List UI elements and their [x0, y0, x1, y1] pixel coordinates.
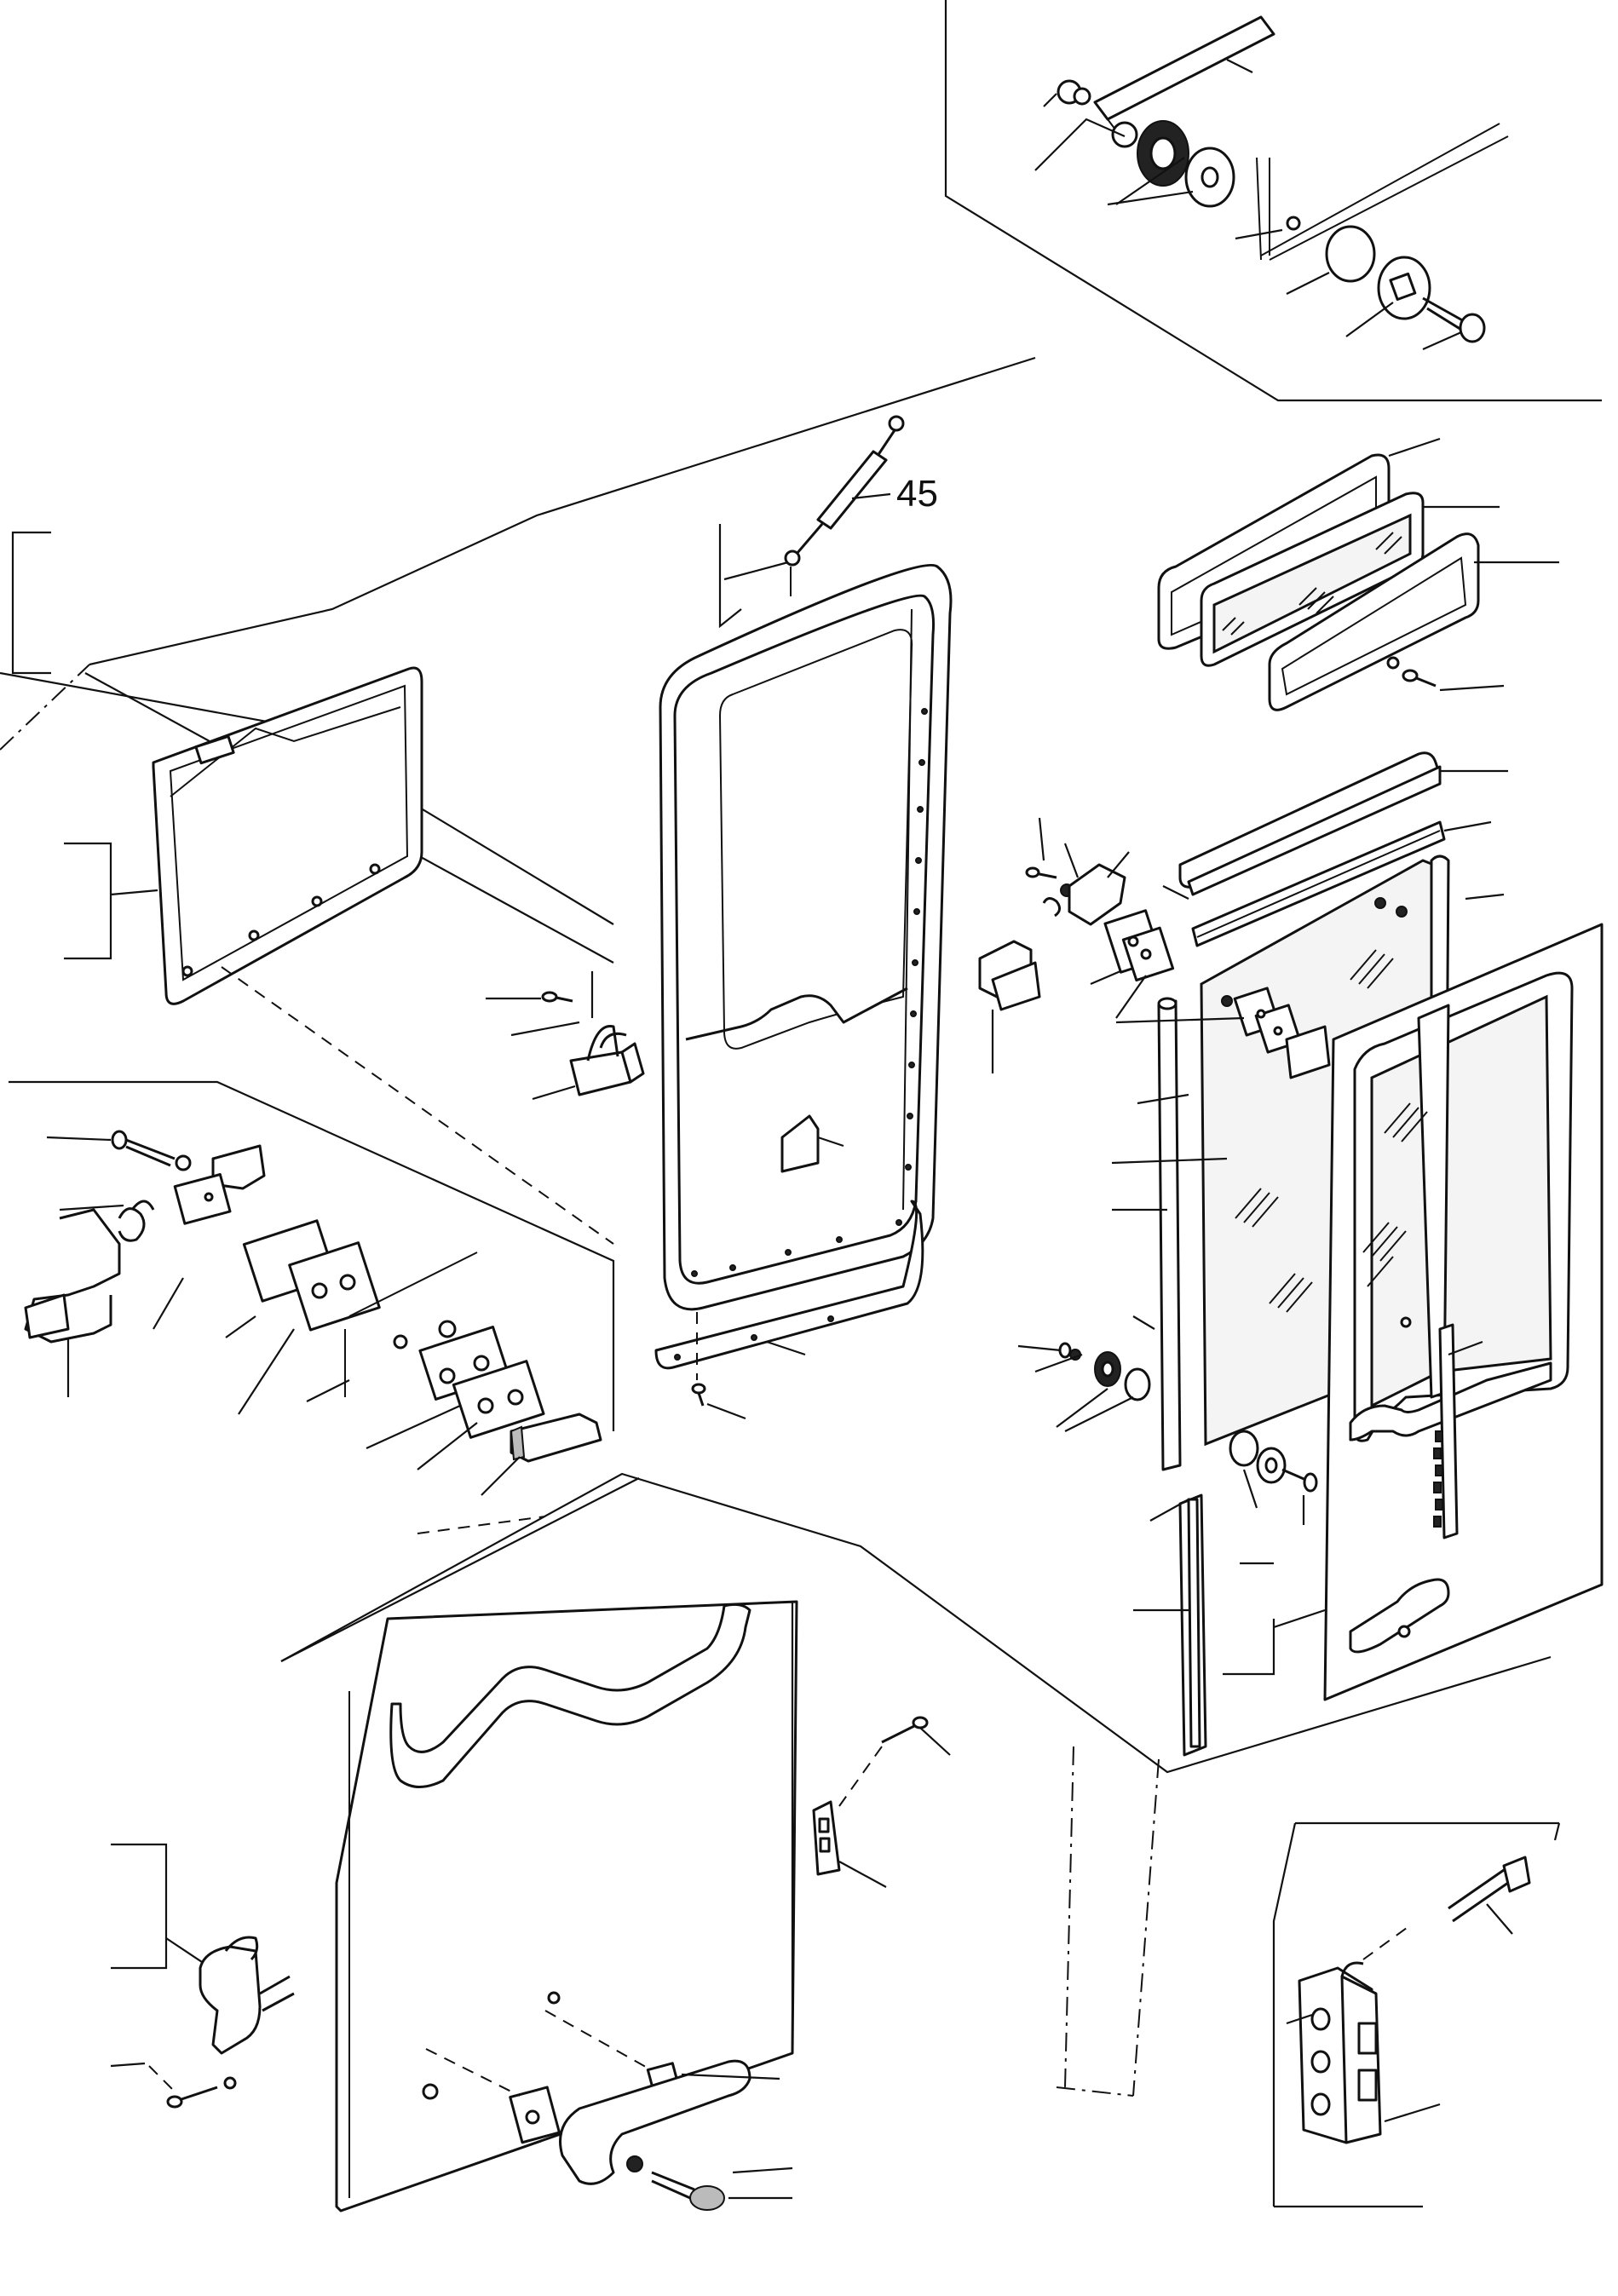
catch-block [541, 991, 645, 1096]
gas-strut-callout: 45 [851, 473, 938, 515]
upper-window-frame-leaders [64, 842, 158, 960]
door-hinge-small [812, 1716, 929, 1876]
right-door-leaders [1223, 1340, 1483, 1676]
hinge-detail [1274, 1822, 1561, 2208]
door-handle-lower-leaders [422, 1991, 793, 2200]
window-channel-rails [1178, 751, 1446, 947]
hinge-bolt-assembly [1057, 15, 1509, 343]
hinge-bolt-leaders [1034, 59, 1462, 351]
sliding-window-glass [1157, 453, 1480, 711]
hinge-detail-leaders [1064, 1746, 1513, 2123]
gas-strut [784, 415, 905, 596]
window-channel-leaders [1440, 769, 1508, 901]
catch-block-leaders [486, 971, 594, 1101]
sliding-lock-leaders [991, 817, 1245, 1073]
lower-door-panel [280, 1477, 798, 2213]
frame-bottom-strip-leaders [696, 1312, 806, 1420]
frame-bottom-strip [654, 1200, 924, 1407]
left-latch-assembly [9, 1080, 615, 1463]
door-handle-lower [509, 2059, 751, 2211]
door-frame-leaders [817, 1136, 844, 1148]
door-frame [659, 563, 953, 1311]
sliding-window-leaders [1388, 437, 1559, 692]
strut-mount-bracket [718, 524, 789, 629]
callout-45-label: 45 [896, 473, 938, 515]
bottom-channel-leaders [1133, 1499, 1189, 1612]
construction-lines [0, 664, 1160, 2097]
sliding-lock-assembly [978, 863, 1331, 1079]
door-lock-lower-left-leaders [110, 2062, 176, 2092]
door-glass-leaders [1111, 1093, 1228, 1211]
upper-window-frame [152, 666, 423, 1005]
door-lock-lower-left [111, 1843, 295, 2109]
right-door-panel [1323, 923, 1604, 1701]
left-latch-leaders [59, 966, 614, 1534]
bottom-channel [1178, 1493, 1207, 1757]
door-hinge-small-leaders [838, 1727, 951, 1888]
roller-bolt-leaders [1017, 1315, 1305, 1525]
region-boundaries [0, 0, 1602, 2207]
left-group-bracket [11, 531, 51, 675]
